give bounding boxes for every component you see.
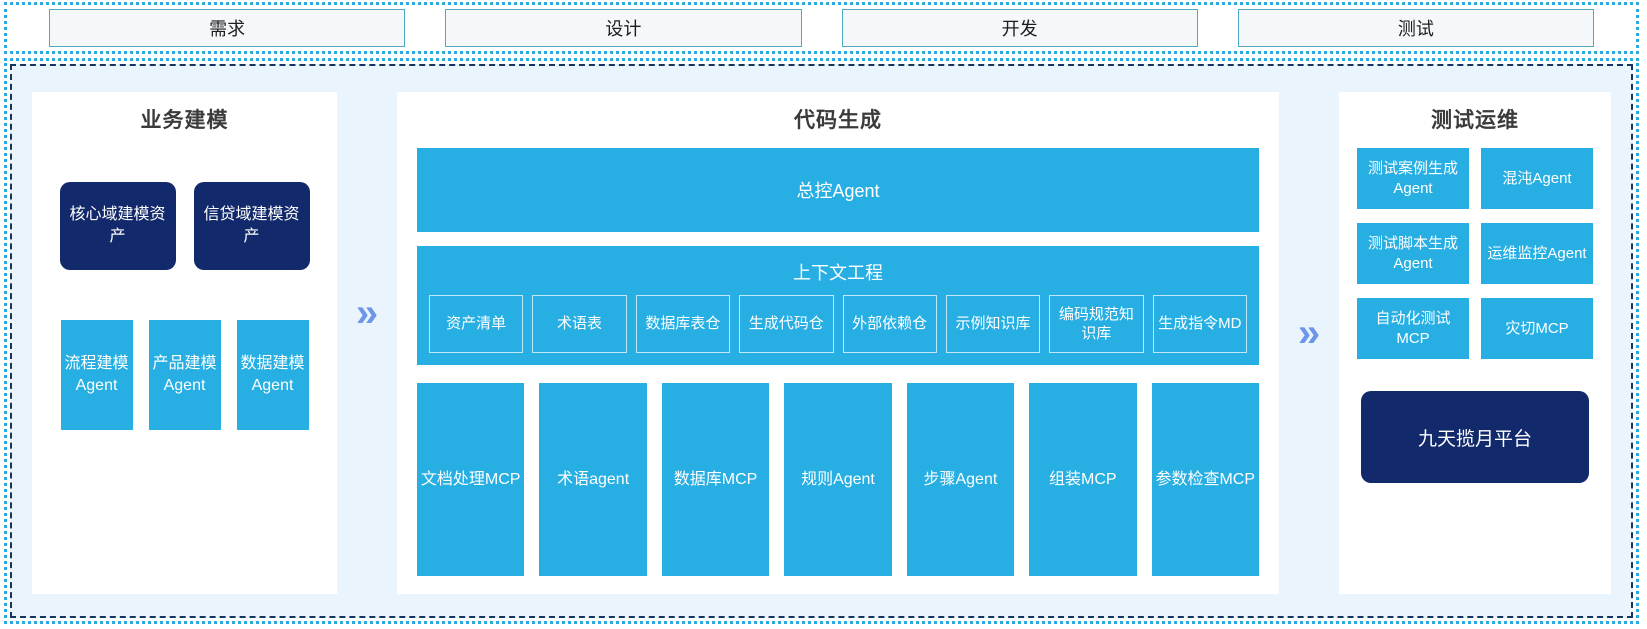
panel-title-test-ops: 测试运维 — [1431, 109, 1519, 132]
testops-monitoring-agent[interactable]: 运维监控Agent — [1481, 223, 1593, 284]
chevron-double-right-icon: » — [1297, 311, 1321, 355]
tool-rule-agent[interactable]: 规则Agent — [784, 383, 892, 576]
agent-data-modeling[interactable]: 数据建模Agent — [236, 320, 309, 430]
context-item-glossary[interactable]: 术语表 — [532, 295, 627, 353]
context-engineering-block: 上下文工程 资产清单 术语表 数据库表仓 生成代码仓 — [417, 246, 1259, 365]
context-item-label: 术语表 — [557, 315, 603, 333]
agent-label: 流程建模Agent — [64, 355, 129, 394]
testops-label: 测试案例生成Agent — [1367, 160, 1458, 197]
panel-business-modeling: 业务建模 核心域建模资产 信贷域建模资产 流程建模Agent 产品建模Agent — [32, 92, 337, 594]
context-item-external-dependency-repo[interactable]: 外部依赖仓 — [842, 295, 937, 353]
flow-arrow-right-icon: » — [1279, 92, 1339, 594]
agent-process-modeling[interactable]: 流程建模Agent — [60, 320, 133, 430]
context-item-label: 资产清单 — [446, 315, 507, 333]
phase-tab-requirements[interactable]: 需求 — [49, 9, 406, 47]
context-item-generated-code-repo[interactable]: 生成代码仓 — [739, 295, 834, 353]
panel-title-business-modeling: 业务建模 — [140, 109, 229, 132]
context-item-example-knowledge-base[interactable]: 示例知识库 — [945, 295, 1041, 353]
tool-label: 数据库MCP — [673, 470, 758, 488]
code-generation-body: 总控Agent 上下文工程 资产清单 术语表 数据库表仓 — [397, 134, 1279, 594]
context-item-label: 外部依赖仓 — [852, 315, 928, 333]
testops-disaster-switch-mcp[interactable]: 灾切MCP — [1481, 298, 1593, 359]
asset-core-domain-modeling[interactable]: 核心域建模资产 — [59, 182, 176, 270]
architecture-stage: 业务建模 核心域建模资产 信贷域建模资产 流程建模Agent 产品建模Agent — [12, 66, 1631, 616]
context-item-label: 生成代码仓 — [748, 315, 824, 333]
agent-label: 产品建模Agent — [152, 355, 217, 394]
context-item-coding-standard-knowledge-base[interactable]: 编码规范知识库 — [1049, 295, 1144, 353]
testops-chaos-agent[interactable]: 混沌Agent — [1481, 148, 1593, 209]
asset-label: 信贷域建模资产 — [203, 206, 300, 245]
tool-label: 组装MCP — [1049, 470, 1117, 488]
business-modeling-body: 核心域建模资产 信贷域建模资产 流程建模Agent 产品建模Agent 数据建模… — [32, 134, 337, 594]
business-agent-row: 流程建模Agent 产品建模Agent 数据建模Agent — [32, 320, 337, 430]
tool-label: 参数检查MCP — [1155, 470, 1256, 488]
testops-label: 混沌Agent — [1502, 169, 1572, 187]
panel-code-generation: 代码生成 总控Agent 上下文工程 资产清单 术语表 — [397, 92, 1279, 594]
context-engineering-items: 资产清单 术语表 数据库表仓 生成代码仓 外部依赖仓 — [429, 295, 1247, 353]
context-item-generation-instruction-md[interactable]: 生成指令MD — [1152, 295, 1247, 353]
tool-label: 步骤Agent — [923, 470, 998, 488]
phase-tab-development[interactable]: 开发 — [841, 9, 1198, 47]
architecture-canvas-inner: 业务建模 核心域建模资产 信贷域建模资产 流程建模Agent 产品建模Agent — [10, 64, 1633, 618]
tool-document-processing-mcp[interactable]: 文档处理MCP — [417, 383, 525, 576]
testops-label: 运维监控Agent — [1487, 244, 1587, 262]
phase-tab-design[interactable]: 设计 — [445, 9, 802, 47]
chevron-double-right-icon: » — [355, 291, 379, 335]
context-item-asset-inventory[interactable]: 资产清单 — [429, 295, 524, 353]
asset-label: 核心域建模资产 — [69, 206, 166, 245]
tool-label: 规则Agent — [801, 470, 875, 488]
testops-test-script-generation-agent[interactable]: 测试脚本生成Agent — [1357, 223, 1469, 284]
asset-credit-domain-modeling[interactable]: 信贷域建模资产 — [193, 182, 310, 270]
phase-tab-testing[interactable]: 测试 — [1237, 9, 1594, 47]
testops-test-case-generation-agent[interactable]: 测试案例生成Agent — [1357, 148, 1469, 209]
flow-arrow-left-icon: » — [337, 92, 397, 594]
platform-jiutian-lanyue[interactable]: 九天揽月平台 — [1361, 391, 1589, 483]
phase-label: 测试 — [1397, 19, 1434, 39]
phase-label: 设计 — [605, 19, 642, 39]
architecture-canvas: 业务建模 核心域建模资产 信贷域建模资产 流程建模Agent 产品建模Agent — [4, 58, 1639, 624]
context-item-label: 数据库表仓 — [645, 315, 721, 333]
platform-label: 九天揽月平台 — [1417, 428, 1532, 450]
context-item-label: 示例知识库 — [955, 315, 1031, 333]
context-item-label: 编码规范知识库 — [1058, 305, 1134, 342]
tool-assembly-mcp[interactable]: 组装MCP — [1029, 383, 1137, 576]
phase-strip: 需求 设计 开发 测试 — [4, 2, 1639, 54]
tool-label: 文档处理MCP — [420, 470, 521, 488]
testops-label: 灾切MCP — [1505, 319, 1569, 337]
testops-label: 测试脚本生成Agent — [1367, 235, 1458, 272]
tool-step-agent[interactable]: 步骤Agent — [906, 383, 1015, 576]
phase-label: 需求 — [209, 19, 246, 39]
code-generation-tool-row: 文档处理MCP 术语agent 数据库MCP 规则Agent 步骤Agent — [417, 383, 1259, 576]
context-engineering-title: 上下文工程 — [793, 263, 883, 283]
master-control-agent-label: 总控Agent — [796, 181, 880, 201]
context-item-database-table-repo[interactable]: 数据库表仓 — [635, 295, 731, 353]
tool-database-mcp[interactable]: 数据库MCP — [661, 383, 770, 576]
panel-title-code-generation: 代码生成 — [794, 109, 882, 132]
tool-glossary-agent[interactable]: 术语agent — [539, 383, 647, 576]
agent-product-modeling[interactable]: 产品建模Agent — [148, 320, 221, 430]
testops-label: 自动化测试MCP — [1375, 310, 1451, 347]
context-item-label: 生成指令MD — [1158, 315, 1242, 333]
test-ops-grid: 测试案例生成Agent 混沌Agent 测试脚本生成Agent 运维监控Agen… — [1357, 148, 1593, 359]
agent-label: 数据建模Agent — [240, 355, 305, 394]
master-control-agent[interactable]: 总控Agent — [417, 148, 1259, 232]
testops-automated-test-mcp[interactable]: 自动化测试MCP — [1357, 298, 1469, 359]
business-asset-row: 核心域建模资产 信贷域建模资产 — [32, 182, 337, 270]
test-ops-body: 测试案例生成Agent 混沌Agent 测试脚本生成Agent 运维监控Agen… — [1339, 134, 1611, 594]
panel-test-ops: 测试运维 测试案例生成Agent 混沌Agent 测试脚本生成Agent 运维监… — [1339, 92, 1611, 594]
phase-label: 开发 — [1001, 19, 1038, 39]
tool-label: 术语agent — [557, 470, 630, 488]
tool-parameter-check-mcp[interactable]: 参数检查MCP — [1151, 383, 1259, 576]
